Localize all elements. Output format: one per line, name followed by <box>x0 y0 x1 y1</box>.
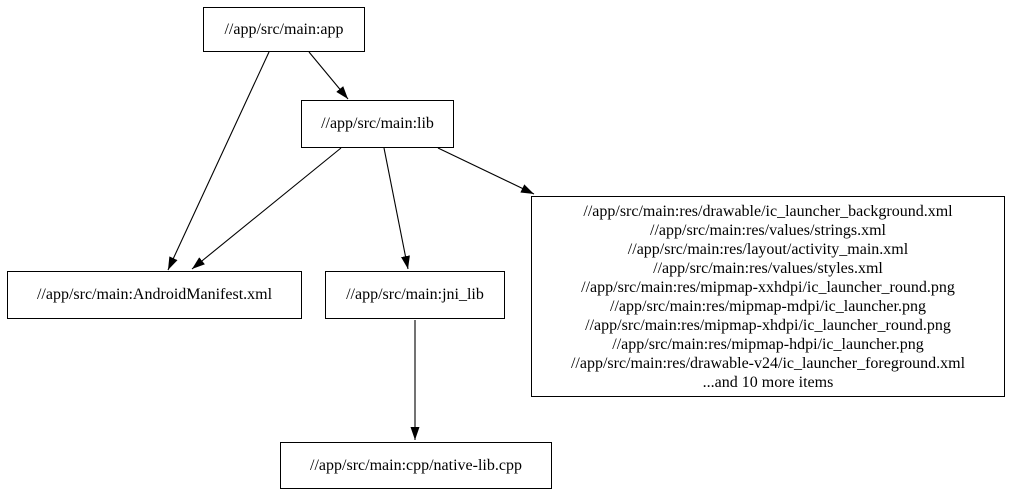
node-res-group-line: //app/src/main:res/values/styles.xml <box>653 259 883 277</box>
node-res-group: //app/src/main:res/drawable/ic_launcher_… <box>531 196 1005 397</box>
node-app: //app/src/main:app <box>203 7 365 52</box>
node-res-group-more-items: ...and 10 more items <box>702 373 834 391</box>
node-res-group-line: //app/src/main:res/layout/activity_main.… <box>627 240 909 258</box>
node-res-group-line: //app/src/main:res/mipmap-hdpi/ic_launch… <box>612 335 924 353</box>
node-native-lib: //app/src/main:cpp/native-lib.cpp <box>280 442 552 489</box>
edge-lib-jni-lib <box>383 147 410 270</box>
node-res-group-line: //app/src/main:res/drawable-v24/ic_launc… <box>570 354 966 372</box>
node-android-manifest-label: //app/src/main:AndroidManifest.xml <box>36 286 273 303</box>
edge-app-manifest <box>167 51 270 271</box>
node-res-group-line: //app/src/main:res/values/strings.xml <box>650 221 886 239</box>
node-res-group-line: //app/src/main:res/mipmap-xxhdpi/ic_laun… <box>581 278 955 296</box>
node-res-group-line: //app/src/main:res/mipmap-mdpi/ic_launch… <box>610 297 926 315</box>
node-app-label: //app/src/main:app <box>224 20 344 38</box>
node-res-group-line: //app/src/main:res/mipmap-xhdpi/ic_launc… <box>585 316 951 334</box>
node-jni-lib-label: //app/src/main:jni_lib <box>346 286 484 303</box>
node-lib-label: //app/src/main:lib <box>321 115 434 132</box>
edge-lib-manifest <box>191 147 342 270</box>
node-res-group-line: //app/src/main:res/drawable/ic_launcher_… <box>583 202 953 220</box>
edge-lib-res-group <box>437 147 535 195</box>
node-android-manifest: //app/src/main:AndroidManifest.xml <box>7 271 302 319</box>
edge-app-lib <box>308 51 349 100</box>
node-native-lib-label: //app/src/main:cpp/native-lib.cpp <box>310 456 522 474</box>
node-jni-lib: //app/src/main:jni_lib <box>325 271 505 319</box>
node-lib: //app/src/main:lib <box>301 100 454 148</box>
